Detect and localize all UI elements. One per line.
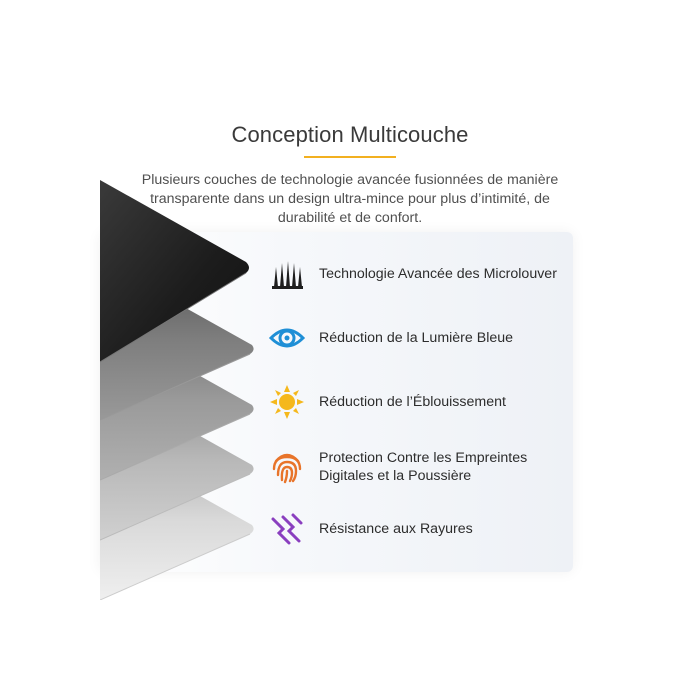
page-subtitle: Plusieurs couches de technologie avancée… bbox=[141, 172, 559, 226]
fingerprint-icon bbox=[268, 448, 306, 486]
feature-microlouver: Technologie Avancée des Microlouver bbox=[268, 255, 568, 293]
feature-scratch: Résistance aux Rayures bbox=[268, 510, 568, 548]
feature-label: Protection Contre les Empreintes Digital… bbox=[319, 450, 528, 484]
feature-label: Réduction de l’Éblouissement bbox=[319, 394, 506, 410]
layer-stack-illustration bbox=[100, 180, 254, 600]
scratch-icon bbox=[268, 510, 306, 548]
feature-label: Résistance aux Rayures bbox=[319, 521, 473, 537]
sun-icon bbox=[268, 383, 306, 421]
microlouver-icon bbox=[268, 255, 306, 293]
eye-icon bbox=[268, 319, 306, 357]
feature-fingerprint: Protection Contre les Empreintes Digital… bbox=[268, 448, 568, 486]
title-underline bbox=[304, 156, 396, 158]
feature-glare: Réduction de l’Éblouissement bbox=[268, 383, 568, 421]
feature-label: Réduction de la Lumière Bleue bbox=[319, 330, 514, 346]
layer-1 bbox=[100, 180, 249, 362]
feature-label: Technologie Avancée des Microlouver bbox=[319, 266, 557, 282]
page-title: Conception Multicouche bbox=[231, 122, 469, 147]
feature-blue-light: Réduction de la Lumière Bleue bbox=[268, 319, 568, 357]
